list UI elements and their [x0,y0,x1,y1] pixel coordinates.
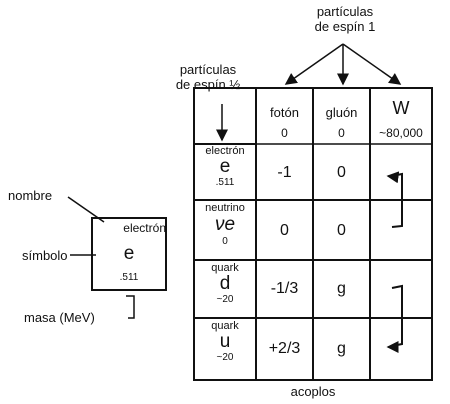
legend-box-symbol: e [123,243,135,264]
coupling-quark-u-gluon: g [337,340,346,357]
boson-foton-name: fotón [270,105,299,120]
coupling-neutrino-gluon: 0 [337,222,346,239]
leader-masa [126,295,135,319]
spin1-line1: partículas [316,4,374,19]
leader-nombre [67,196,105,223]
legend-box-mass: .511 [119,272,139,283]
boson-w-name: W [392,98,410,118]
fermion-cell-neutrino: neutrino νe 0 [196,202,254,247]
legend-symbol-label: símbolo [22,248,68,263]
arrow-w [342,43,402,85]
coupling-quark-d-foton: -1/3 [270,280,299,297]
coupling-electron-foton: -1 [277,164,292,181]
legend-box-name: electrón [123,221,166,235]
fermion-neutrino-name: neutrino [205,202,245,214]
fermion-cell-quark-d: quark d ~20 [196,262,254,305]
fermion-quark-u-name: quark [211,320,239,332]
fermion-cell-quark-u: quark u ~20 [196,320,254,363]
coupling-quark-d-gluon: g [337,280,346,297]
fermion-electron-symbol: e [219,156,231,177]
fermion-quark-d-name: quark [211,262,239,274]
legend-name-label: nombre [8,188,53,203]
boson-gluon-mass: 0 [338,126,345,140]
coupling-quark-u-foton: +2/3 [268,340,301,357]
boson-gluon-name: gluón [325,105,358,120]
spin1-line2: de espín 1 [314,19,376,34]
fermion-quark-u-mass: ~20 [216,352,234,363]
legend-mass-label: masa (MeV) [24,310,95,325]
coupling-electron-gluon: 0 [337,164,346,181]
fermion-electron-name: electrón [205,145,245,157]
fermion-electron-mass: .511 [215,177,235,188]
fermion-quark-u-symbol: u [219,331,231,352]
couplings-label: acoplos [290,384,336,399]
legend-box [91,217,167,291]
fermion-quark-d-mass: ~20 [216,294,234,305]
arrow-foton [284,43,344,85]
boson-foton-mass: 0 [281,126,288,140]
fermion-quark-d-symbol: d [219,273,231,294]
spin1-label: partículas de espín 1 [300,4,390,34]
coupling-neutrino-foton: 0 [280,222,289,239]
fermion-neutrino-mass: 0 [222,236,228,247]
spin-half-line2: de espín ½ [175,77,241,92]
fermion-neutrino-symbol: νe [214,214,236,235]
spin-half-line1: partículas [179,62,237,77]
fermion-cell-electron: electrón e .511 [196,145,254,188]
bracket-quark [391,284,403,347]
spin-half-label: partículas de espín ½ [160,62,256,92]
boson-w-mass: ~80,000 [379,126,423,140]
